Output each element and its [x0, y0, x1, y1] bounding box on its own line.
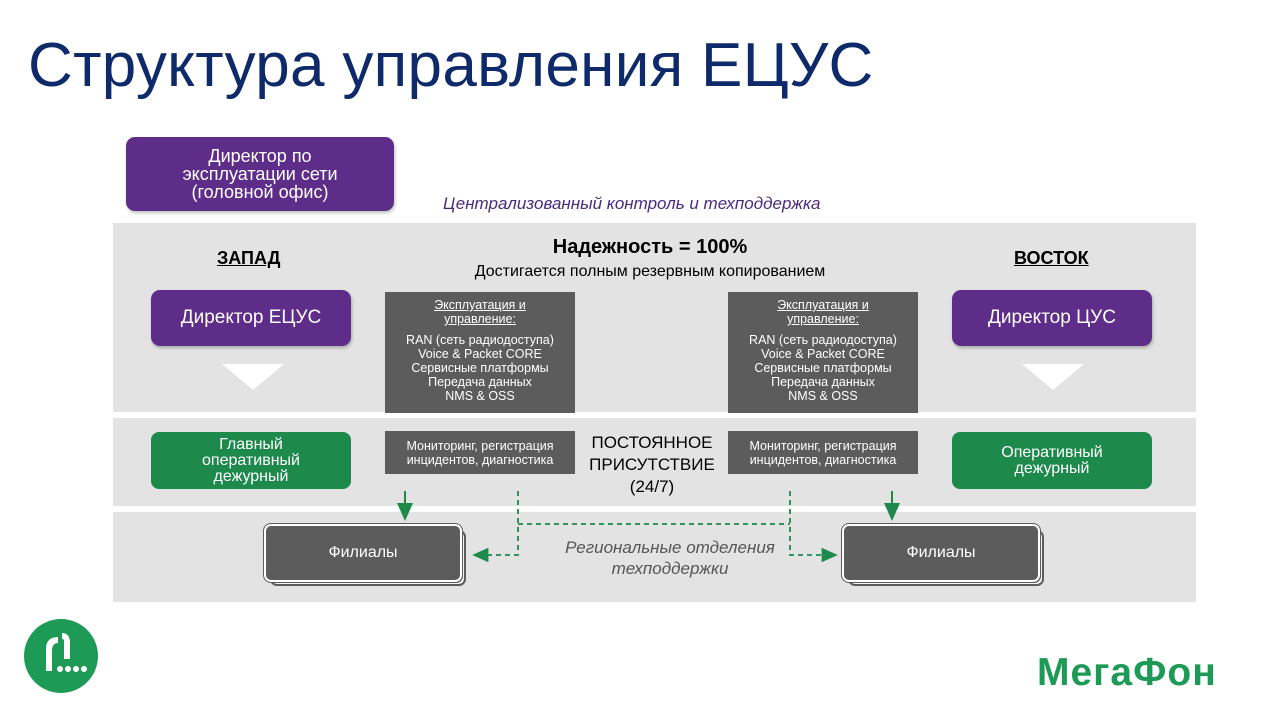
monitoring-line: Мониторинг, регистрация: [749, 439, 897, 453]
centralized-control-label: Централизованный контроль и техподдержка: [443, 194, 821, 213]
ops-item: RAN (сеть радиодоступа): [406, 333, 554, 347]
monitoring-line: инцидентов, диагностика: [749, 453, 897, 467]
hq-line-1: Директор по: [208, 146, 312, 166]
hq-director-box: Директор по эксплуатации сети (головной …: [126, 137, 394, 211]
ops-item: Voice & Packet CORE: [761, 347, 885, 361]
branches-west-label: Филиалы: [264, 524, 462, 582]
region-west-label: ЗАПАД: [217, 248, 281, 268]
permanent-line: ПОСТОЯННОЕ: [591, 433, 713, 452]
ops-item: RAN (сеть радиодоступа): [749, 333, 897, 347]
director-west-label: Директор ЕЦУС: [180, 307, 322, 328]
regional-line: Региональные отделения: [565, 538, 775, 557]
ops-heading-line: Эксплуатация и: [777, 298, 869, 312]
ops-heading-line: управление:: [787, 312, 859, 326]
monitoring-line: Мониторинг, регистрация: [406, 439, 554, 453]
ops-box-west: Эксплуатация и управление: RAN (сеть рад…: [385, 292, 575, 413]
ops-heading-line: Эксплуатация и: [434, 298, 526, 312]
regional-line: техподдержки: [611, 559, 729, 578]
director-east-box: Директор ЦУС: [952, 290, 1152, 346]
dashed-arrow-west: [472, 491, 519, 563]
duty-west-line: дежурный: [213, 467, 289, 485]
megafon-logo-icon: [24, 619, 98, 693]
reliability-subtitle: Достигается полным резервным копирование…: [474, 263, 826, 280]
regional-offices-label: Региональные отделения техподдержки: [520, 537, 820, 579]
east-down-triangle: [1022, 364, 1084, 390]
permanent-presence-label: ПОСТОЯННОЕ ПРИСУТСТВИЕ (24/7): [572, 432, 732, 498]
ops-item: Сервисные платформы: [754, 361, 892, 375]
branches-east-label: Филиалы: [842, 524, 1040, 582]
monitoring-box-east: Мониторинг, регистрация инцидентов, диаг…: [728, 431, 918, 474]
hq-line-3: (головной офис): [191, 182, 329, 202]
duty-east-box: Оперативный дежурный: [952, 432, 1152, 489]
ops-item: Передача данных: [771, 375, 875, 389]
ops-item: Передача данных: [428, 375, 532, 389]
duty-east-line: дежурный: [1014, 459, 1090, 477]
ops-heading-line: управление:: [444, 312, 516, 326]
hq-line-2: эксплуатации сети: [182, 164, 338, 184]
dashed-arrow-east: [789, 491, 838, 563]
ops-box-east: Эксплуатация и управление: RAN (сеть рад…: [728, 292, 918, 413]
branches-west: Филиалы: [264, 524, 466, 586]
permanent-line: (24/7): [629, 477, 675, 496]
ops-item: NMS & OSS: [445, 389, 515, 403]
monitoring-box-west: Мониторинг, регистрация инцидентов, диаг…: [385, 431, 575, 474]
west-down-triangle: [222, 364, 284, 390]
duty-west-line: Главный: [219, 435, 283, 453]
branches-east: Филиалы: [842, 524, 1044, 586]
monitoring-line: инцидентов, диагностика: [406, 453, 554, 467]
director-west-box: Директор ЕЦУС: [151, 290, 351, 346]
duty-west-box: Главный оперативный дежурный: [151, 432, 351, 489]
ops-item: Сервисные платформы: [411, 361, 549, 375]
ops-item: NMS & OSS: [788, 389, 858, 403]
director-east-label: Директор ЦУС: [988, 307, 1116, 328]
reliability-title: Надежность = 100%: [552, 236, 748, 258]
megafon-brand-wordmark: МегаФон: [1037, 651, 1217, 694]
permanent-line: ПРИСУТСТВИЕ: [589, 455, 715, 474]
duty-west-line: оперативный: [202, 451, 300, 469]
region-east-label: ВОСТОК: [1014, 248, 1089, 268]
ops-item: Voice & Packet CORE: [418, 347, 542, 361]
duty-east-line: Оперативный: [1001, 443, 1103, 461]
page-title: Структура управления ЕЦУС: [28, 31, 874, 100]
